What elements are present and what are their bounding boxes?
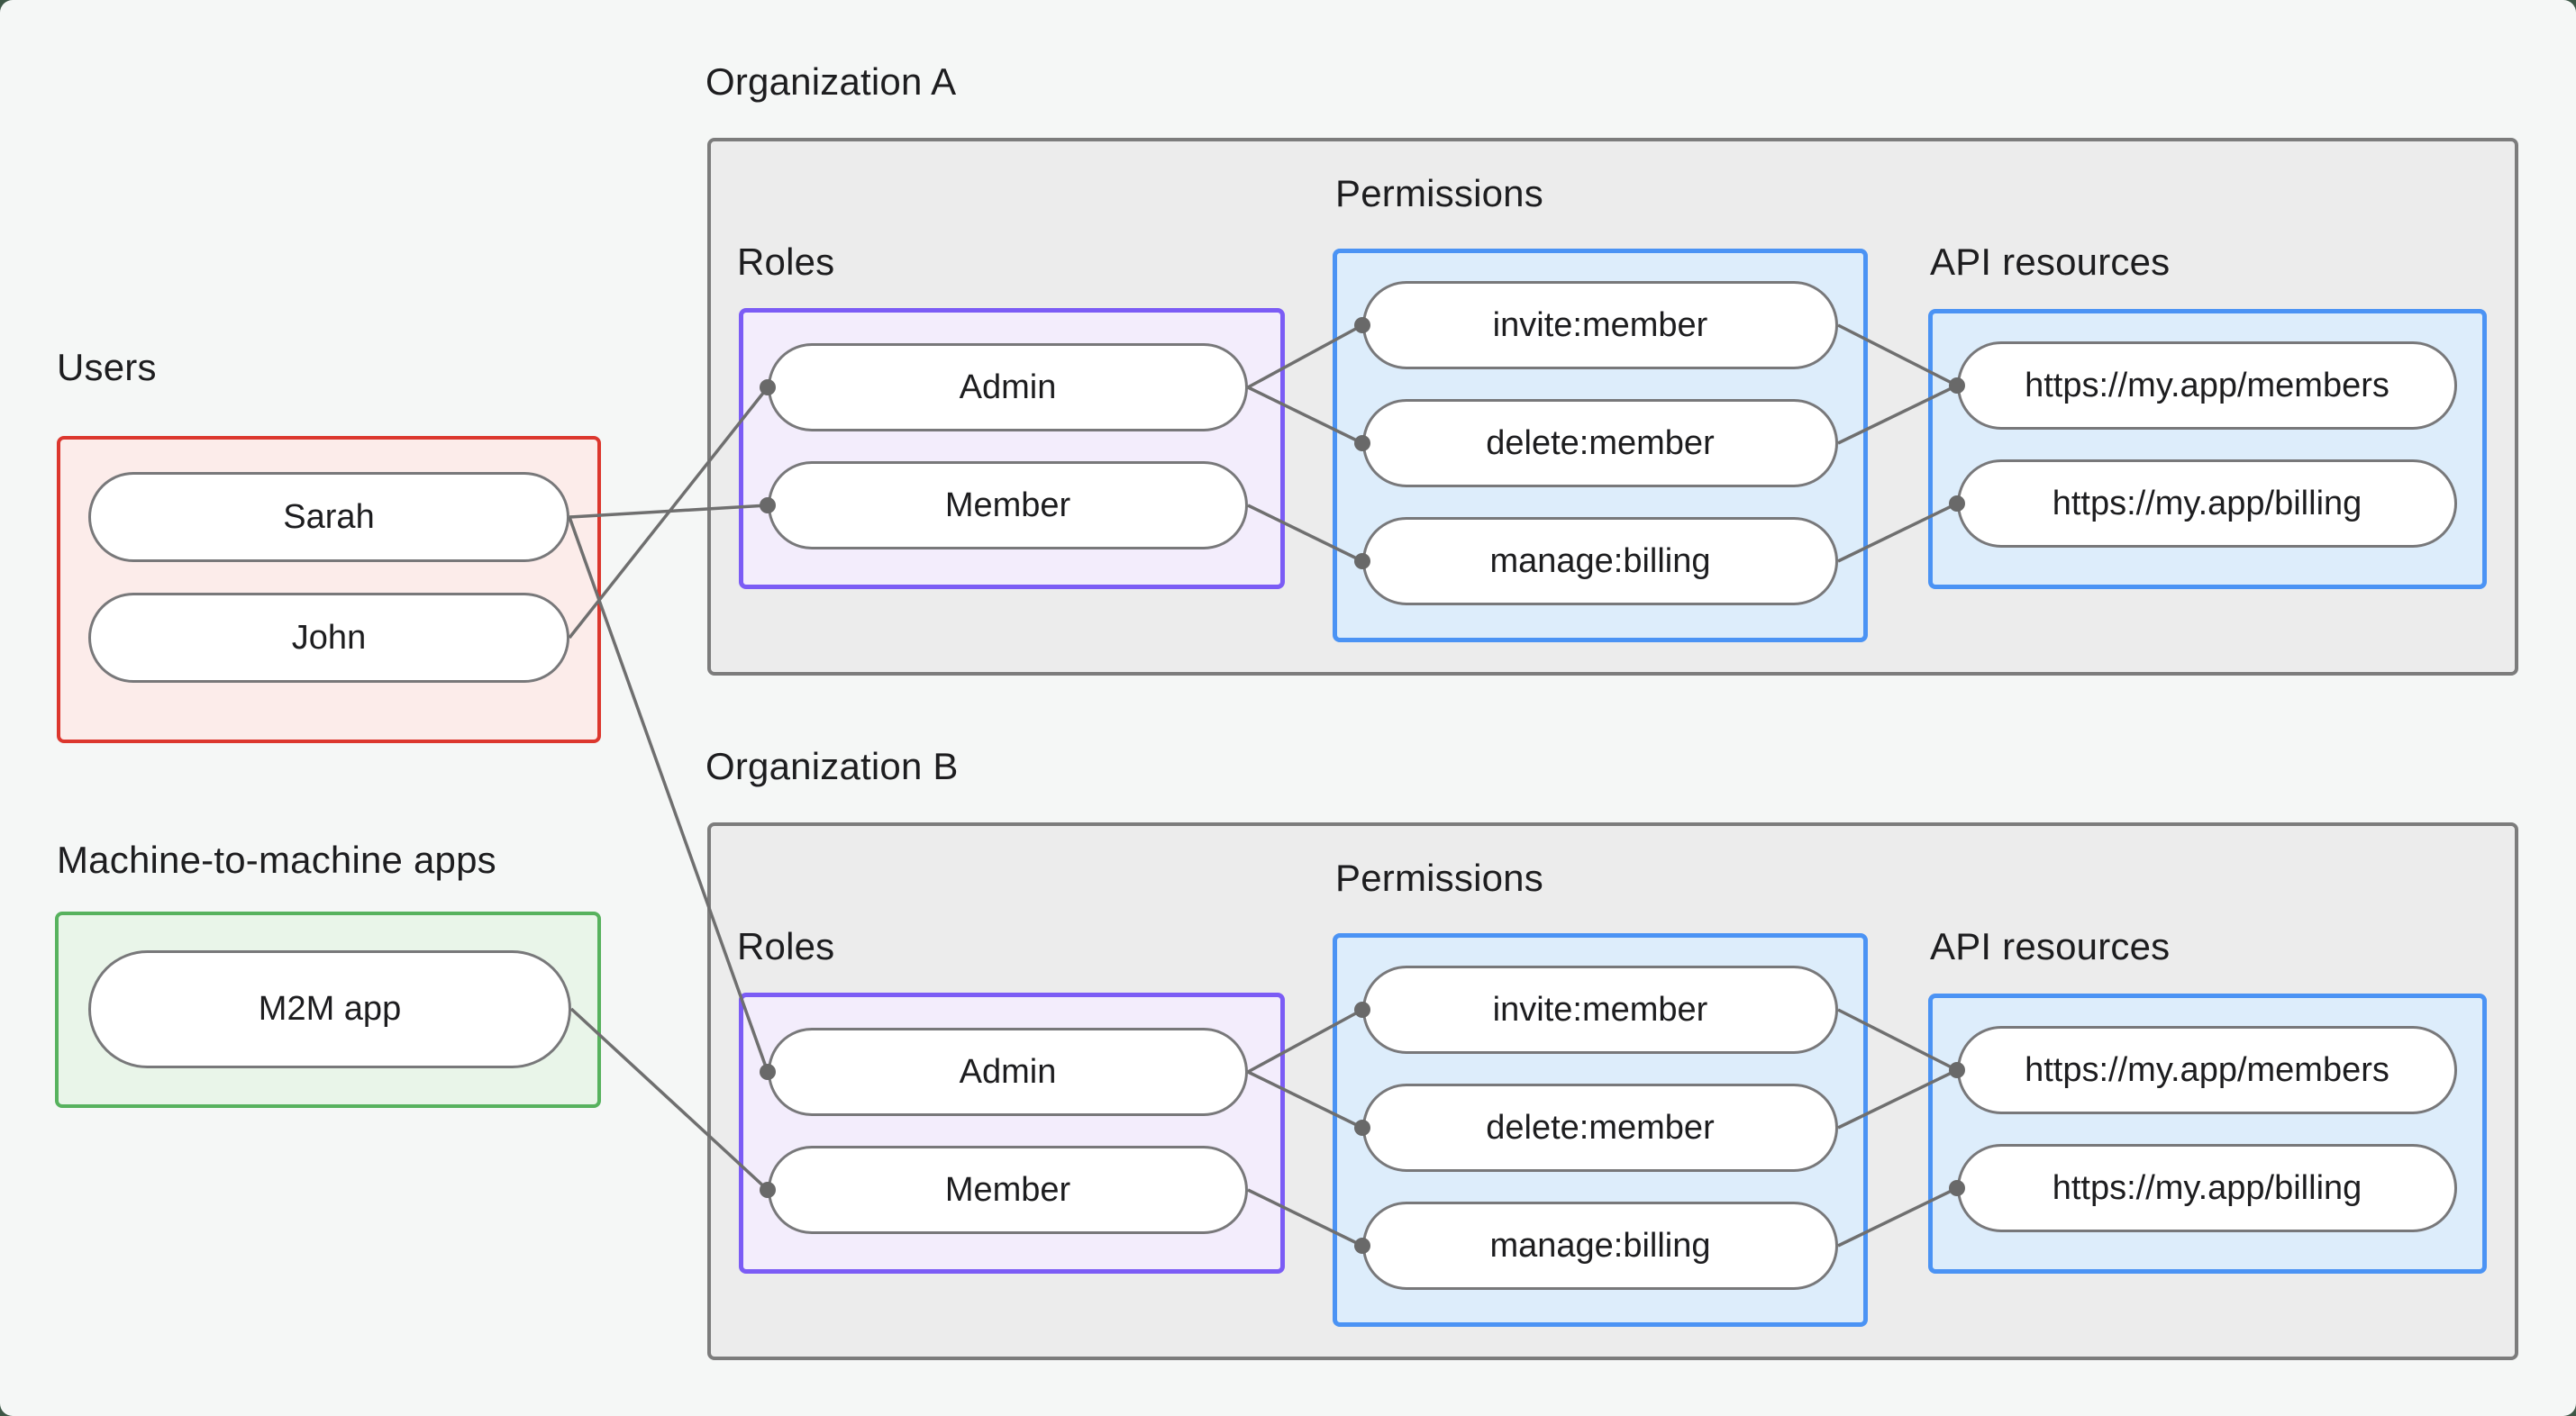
org-a-role-admin-label: Admin [959,368,1057,406]
org-b-roles-label: Roles [737,925,835,967]
org-b-api-members-label: https://my.app/members [2025,1050,2389,1089]
org-a-permission-manage-billing-label: manage:billing [1489,541,1711,580]
org-a-role-member: Member [768,461,1248,549]
org-b-role-member: Member [768,1146,1248,1234]
user-node-john-label: John [291,618,367,657]
users-section-label: Users [57,346,157,388]
org-b-permission-invite-member: invite:member [1362,966,1838,1054]
org-a-role-admin: Admin [768,343,1248,431]
org-a-permissions-label: Permissions [1335,172,1543,214]
org-b-title: Organization B [705,745,959,787]
org-a-api-billing-label: https://my.app/billing [2052,484,2362,522]
org-b-api-resources-label: API resources [1930,925,2171,967]
org-a-permission-delete-member: delete:member [1362,399,1838,487]
org-b-role-member-label: Member [944,1170,1071,1209]
org-b-permission-delete-member: delete:member [1362,1084,1838,1172]
org-a-api-billing: https://my.app/billing [1957,459,2457,548]
m2m-app-node: M2M app [88,950,571,1068]
org-b-role-admin: Admin [768,1028,1248,1116]
user-node-john: John [88,593,569,683]
org-a-title: Organization A [705,60,957,103]
org-b-permission-delete-member-label: delete:member [1486,1108,1715,1147]
user-node-sarah: Sarah [88,472,569,562]
org-b-api-members: https://my.app/members [1957,1026,2457,1114]
org-b-permission-manage-billing: manage:billing [1362,1202,1838,1290]
org-b-api-billing: https://my.app/billing [1957,1144,2457,1232]
org-a-api-members-label: https://my.app/members [2025,366,2389,404]
org-a-roles-label: Roles [737,241,835,283]
org-a-permission-invite-member: invite:member [1362,281,1838,369]
org-a-role-member-label: Member [944,486,1071,524]
m2m-app-node-label: M2M app [258,990,402,1028]
org-a-api-members: https://my.app/members [1957,341,2457,430]
org-a-permission-manage-billing: manage:billing [1362,517,1838,605]
org-a-permission-invite-member-label: invite:member [1492,305,1708,344]
org-b-permission-invite-member-label: invite:member [1492,990,1708,1029]
m2m-section-label: Machine-to-machine apps [57,839,496,881]
org-b-role-admin-label: Admin [959,1052,1057,1091]
org-b-permissions-label: Permissions [1335,857,1543,899]
org-b-permission-manage-billing-label: manage:billing [1489,1226,1711,1265]
org-b-api-billing-label: https://my.app/billing [2052,1168,2362,1207]
org-a-permission-delete-member-label: delete:member [1486,423,1715,462]
user-node-sarah-label: Sarah [283,497,375,536]
org-a-api-resources-label: API resources [1930,241,2171,283]
